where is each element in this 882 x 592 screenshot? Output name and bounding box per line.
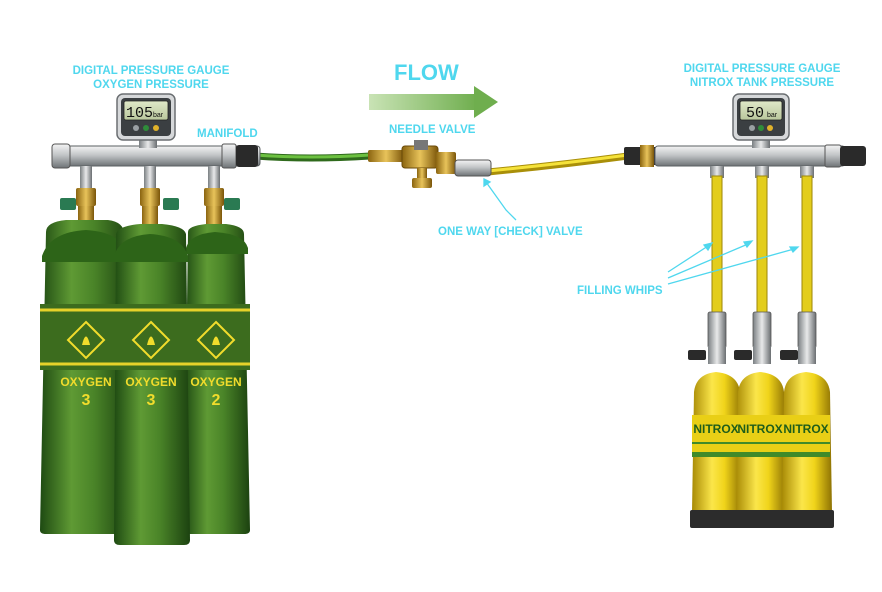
oxygen-gauge-unit: bar [153, 112, 164, 119]
nitrox-gauge-title-line2: NITROX TANK PRESSURE [689, 77, 835, 89]
nitrox-hose [487, 152, 629, 176]
oxygen-cylinder-1-number: 3 [82, 392, 91, 409]
manifold-label: MANIFOLD [197, 128, 258, 140]
oxygen-cylinder-2-number: 3 [147, 392, 156, 409]
nitrox-manifold [624, 138, 866, 168]
nitrox-tank-2-label: NITROX [737, 422, 782, 436]
oxygen-gauge-title-line2: OXYGEN PRESSURE [93, 79, 209, 91]
needle-valve [368, 140, 439, 188]
oxygen-cylinder-3 [184, 224, 250, 534]
flow-arrow [369, 86, 498, 118]
nitrox-pressure-gauge [732, 93, 790, 141]
oxygen-gauge-title: DIGITAL PRESSURE GAUGE OXYGEN PRESSURE [52, 64, 250, 92]
nitrox-gauge-title: DIGITAL PRESSURE GAUGE NITROX TANK PRESS… [664, 62, 860, 90]
nitrox-tank-3 [780, 372, 834, 528]
nitrox-gauge-title-line1: DIGITAL PRESSURE GAUGE [683, 63, 841, 75]
nitrox-tank-2 [734, 372, 788, 528]
oxygen-manifold [51, 138, 261, 169]
filling-whips-label: FILLING WHIPS [577, 285, 663, 297]
oxygen-cylinder-3-label: OXYGEN [190, 375, 241, 389]
nitrox-tank-1-label: NITROX [693, 422, 738, 436]
flow-label: FLOW [394, 60, 459, 85]
oxygen-hose [254, 152, 371, 162]
oxygen-gauge-value: 105 [126, 105, 153, 122]
check-valve-label: ONE WAY [CHECK] VALVE [438, 226, 583, 238]
annotation-lines [483, 177, 800, 285]
check-valve [436, 152, 492, 177]
oxygen-cylinder-1-label: OXYGEN [60, 375, 111, 389]
oxygen-cylinder-2-label: OXYGEN [125, 375, 176, 389]
oxygen-cylinder-2 [114, 224, 190, 545]
oxygen-cylinder-3-number: 2 [212, 392, 221, 409]
needle-valve-label: NEEDLE VALVE [389, 124, 476, 136]
nitrox-gauge-value: 50 [746, 105, 764, 122]
filling-whips [688, 166, 817, 364]
nitrox-tank-1 [690, 372, 744, 528]
nitrox-gauge-unit: bar [767, 112, 778, 119]
nitrox-tank-3-label: NITROX [783, 422, 828, 436]
oxygen-pressure-gauge [116, 93, 176, 141]
oxygen-gauge-title-line1: DIGITAL PRESSURE GAUGE [72, 65, 230, 77]
